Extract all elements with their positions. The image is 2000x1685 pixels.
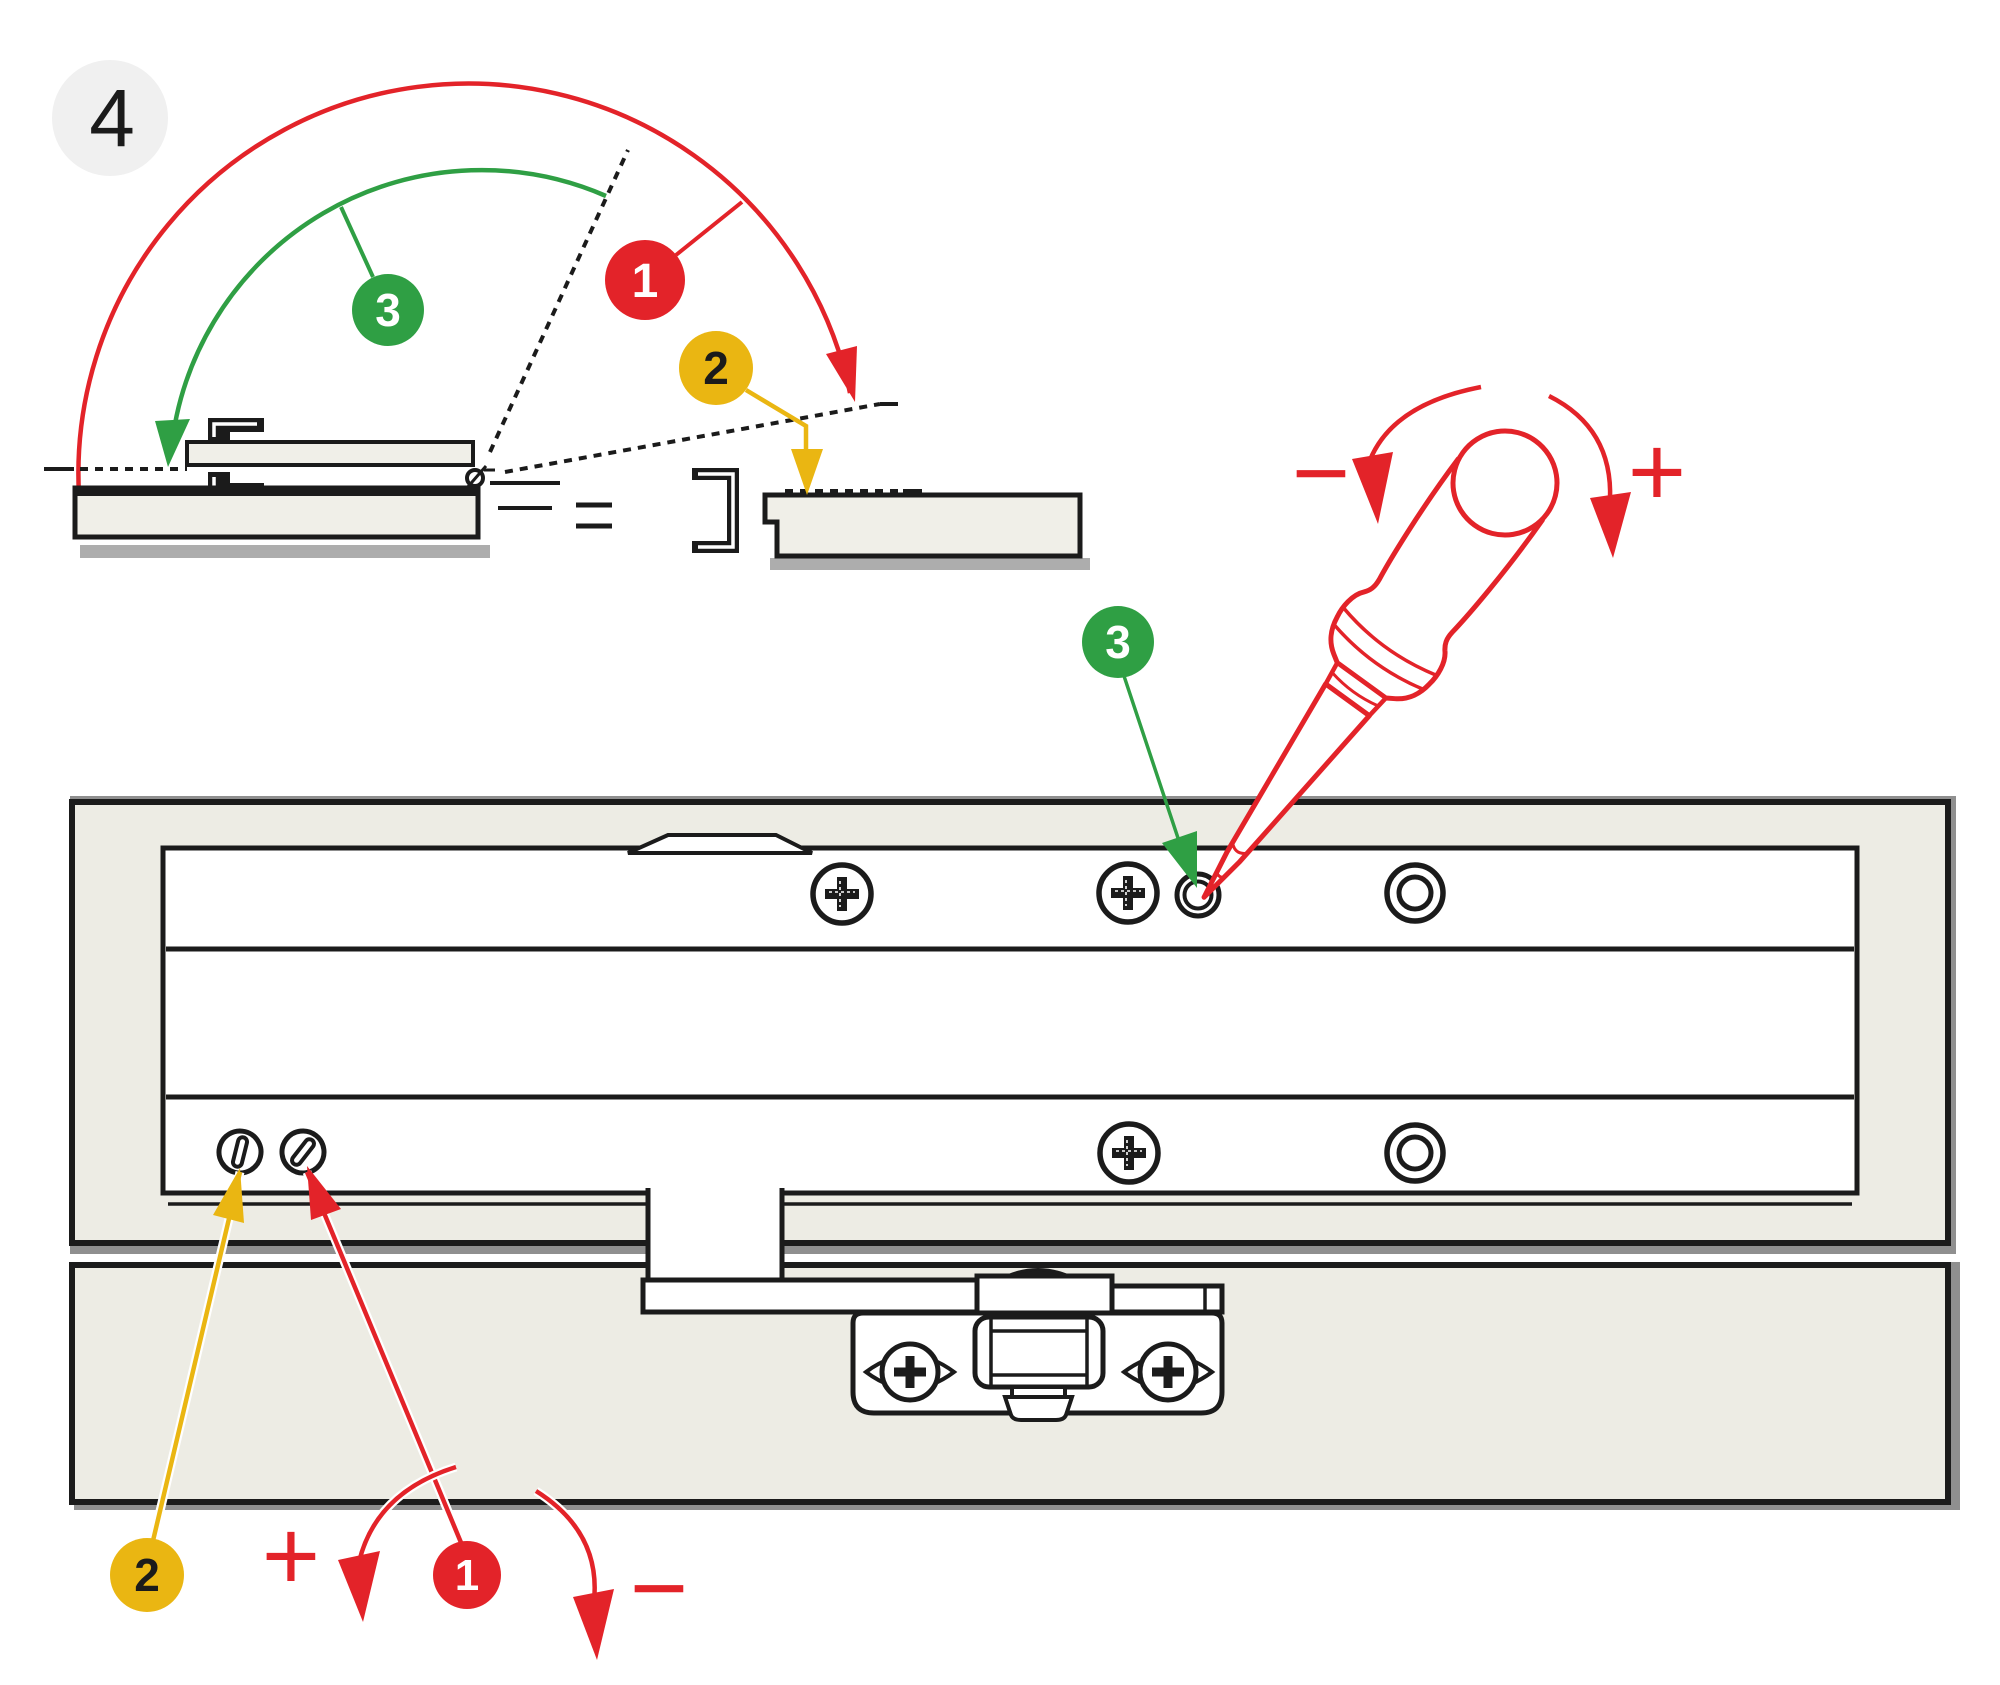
- callout-1-badge: [605, 240, 685, 320]
- green-swing-arc: [168, 167, 607, 453]
- screwdriver-rotation: − +: [1292, 384, 1686, 558]
- hinge-connector-tab-edges: [645, 1188, 785, 1284]
- cw-rotation-arc: [1547, 393, 1613, 501]
- mounting-plate: [850, 1310, 1225, 1422]
- door-panel-closed: [72, 485, 481, 540]
- cabinet-top-panel: [185, 440, 475, 467]
- hinge-clip-top-icon: [208, 418, 264, 442]
- phillips-screw-icon: [813, 865, 871, 923]
- depth-arrowhead-icon: [307, 1166, 341, 1220]
- door-panel-shadow: [80, 545, 490, 558]
- screwdriver-handle-butt: [1450, 428, 1560, 538]
- minus-sign: −: [1292, 417, 1350, 529]
- screwdriver-blade-line-1: [1231, 843, 1246, 855]
- ccw-rotation-arrowhead-icon: [1352, 452, 1393, 524]
- ccw-rotation-arc: [1367, 384, 1482, 461]
- hinge-arm-cap: [974, 1273, 1115, 1316]
- callout-2-number: 2: [703, 342, 729, 394]
- side-arrowhead-icon: [213, 1168, 244, 1223]
- callout-2-bottom: 2: [110, 1538, 184, 1612]
- callout-1-number: 1: [632, 255, 659, 308]
- clamp-knob-icon: [1002, 1395, 1075, 1422]
- step-number: 4: [89, 73, 135, 164]
- hinge-connector-tab: [648, 1188, 782, 1286]
- screwdriver-callout: 3: [1082, 606, 1197, 888]
- callout-1-swing: 1: [605, 200, 744, 320]
- depth-plus-arrowhead-icon: [338, 1551, 380, 1622]
- bottom-callouts: + − 2 1: [110, 1166, 688, 1660]
- door-cross-section: [44, 149, 1090, 570]
- screwdriver-blade-line-2: [1215, 871, 1225, 880]
- callout-3-swing: 3: [339, 206, 424, 346]
- cw-rotation-arrowhead-icon: [1590, 492, 1631, 558]
- red-swing-arc: [76, 81, 853, 496]
- door-panel-assembly: [69, 1188, 1960, 1510]
- callout-3-number: 3: [1105, 616, 1131, 668]
- plus-sign: +: [1628, 416, 1686, 528]
- callout-1-leader: [674, 200, 744, 257]
- callout-1-badge: [433, 1541, 501, 1609]
- callout-1-number: 1: [455, 1551, 479, 1600]
- phillips-screw-icon: [1099, 864, 1157, 922]
- callout-2-arrowhead-icon: [791, 449, 823, 495]
- hinge-arm-left: [640, 1277, 980, 1315]
- minus-sign: −: [630, 1532, 688, 1644]
- screwdriver-ferrule-ring: [1331, 671, 1379, 708]
- green-swing-arrowhead-icon: [155, 419, 190, 467]
- depth-minus-arc: [534, 1489, 597, 1602]
- callout-3-badge: [1082, 606, 1154, 678]
- callout-3-number: 3: [375, 284, 401, 336]
- hinge-clip-top-inner: [212, 422, 257, 437]
- depth-leader: [304, 1171, 465, 1546]
- screwdriver-collar-line-2: [1332, 623, 1424, 691]
- red-swing-arc-casing: [73, 78, 855, 496]
- callout-3-leader: [339, 206, 375, 278]
- callout-2-number: 2: [134, 1549, 160, 1601]
- door-swing-diagram: 3 1 2: [44, 78, 1090, 570]
- step-badge-circle: [52, 60, 168, 176]
- step-badge: 4: [52, 60, 168, 176]
- depth-plus-arc: [356, 1464, 457, 1563]
- callout-2-badge: [679, 331, 753, 405]
- phillips-screw-icon: [1100, 1124, 1158, 1182]
- right-door-panel: [762, 492, 1083, 559]
- tilted-door-dashed-line: [504, 402, 881, 474]
- red-swing-arrowhead-icon: [826, 346, 857, 402]
- depth-minus-arrowhead-icon: [573, 1589, 614, 1660]
- callout-2-badge: [110, 1538, 184, 1612]
- ring-screw-icon: [1387, 865, 1443, 921]
- plus-sign: +: [262, 1500, 320, 1612]
- clamp-block-horizontal-lines: [991, 1329, 1087, 1377]
- ring-screw-icon: [1387, 1125, 1443, 1181]
- screwdriver-collar-line-1: [1342, 606, 1437, 677]
- callout-1-bottom: 1: [433, 1541, 501, 1609]
- callout-3-badge: [352, 274, 424, 346]
- open-door-dashed-line: [488, 149, 630, 453]
- callout-2-leader: [744, 388, 809, 455]
- middle-clip-inner: [698, 472, 735, 549]
- screwdriver: [1201, 428, 1560, 900]
- screwdriver-shaft: [1201, 681, 1372, 900]
- cabinet-panel-assembly: [69, 796, 1956, 1254]
- callout-3-leader: [1122, 675, 1188, 863]
- callout-2-swing: 2: [679, 331, 823, 495]
- rail-locator-tab: [627, 833, 813, 855]
- callout-3-arrowhead-icon: [1162, 831, 1197, 888]
- middle-clip-icon: [692, 468, 739, 553]
- right-panel-shadow: [770, 558, 1090, 570]
- hinge-rail: [160, 845, 1860, 1196]
- hinge-pivot-tick: [464, 465, 488, 490]
- side-leader: [149, 1171, 243, 1546]
